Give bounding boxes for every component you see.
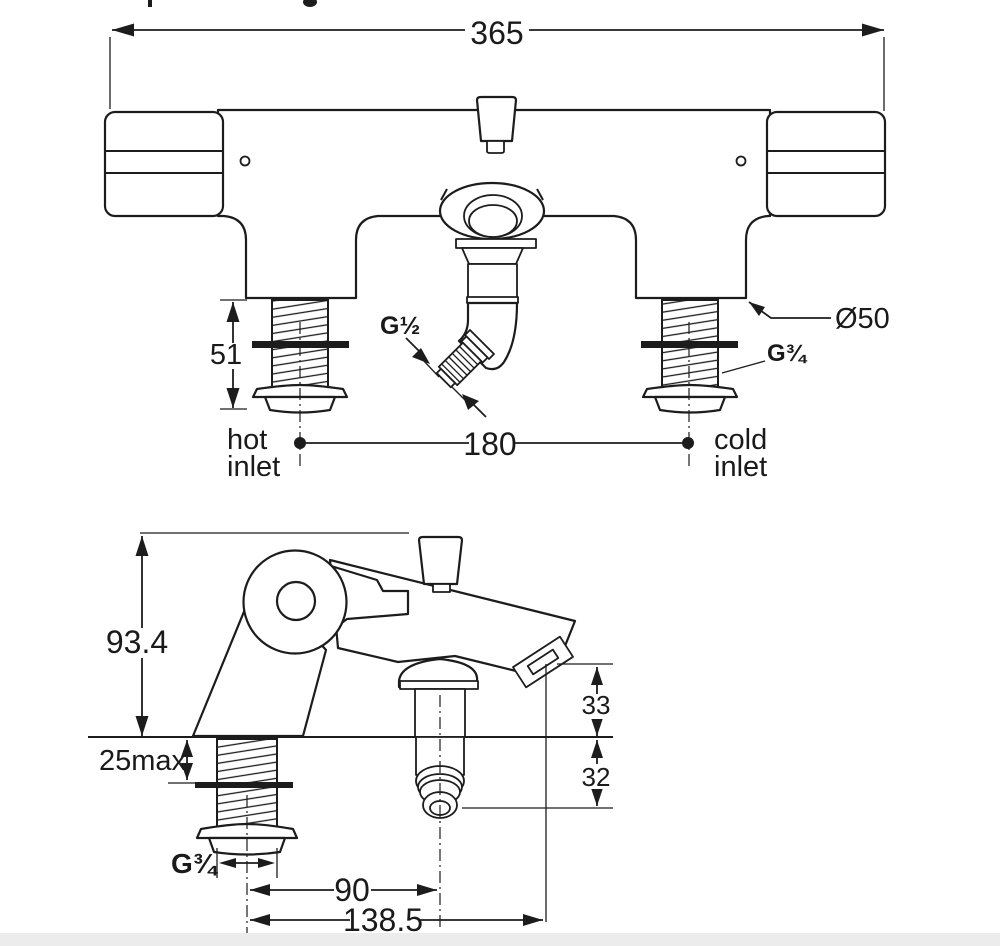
dim-overall-width: 365 [109,14,885,111]
svg-text:hot: hot [227,424,267,456]
dim-label-overall-projection: 138.5 [343,902,423,938]
label-body-diameter: Ø50 [835,303,890,335]
shower-connector-side [397,657,479,819]
dim-label-shank-length: 51 [210,339,242,371]
svg-text:cold: cold [714,424,767,456]
right-screw-hole [735,155,747,167]
front-elevation: 365 [103,14,890,483]
dim-shank-length: 51 [210,299,247,410]
cold-inlet-label: cold inlet [714,424,767,483]
lever-handle-hole [275,580,317,622]
spout-outlet-bell [438,181,546,304]
dim-label-spout-height: 33 [582,690,611,720]
dim-label-deck-thickness: 25max [99,745,187,777]
label-inlet-thread-side: G¾ [171,848,219,879]
label-inlet-thread-front: G¾ [767,340,808,367]
dim-label-below-deck: 32 [582,762,611,792]
callout-inlet-thread-side: G¾ [171,848,278,879]
svg-text:inlet: inlet [227,451,280,483]
cropped-title-fragment [148,0,317,7]
dim-label-spout-projection: 90 [334,872,370,908]
dim-overall-height: 93.4 [106,532,409,736]
callout-body-diameter: Ø50 [748,301,890,335]
dim-label-overall-width: 365 [470,15,523,51]
dim-label-overall-height: 93.4 [106,624,168,660]
footer-bar [0,933,1000,946]
dim-spout-height: 33 32 [462,663,613,809]
dim-inlet-centres: 180 [294,426,694,462]
side-elevation: 93.4 [88,532,613,938]
inlet-shank-side [195,738,299,856]
right-handle [765,110,887,218]
spout-side [328,558,577,674]
shower-hose-elbow [405,301,519,418]
diverter-knob-side [417,535,464,593]
cold-inlet-shank [641,299,739,414]
dim-label-inlet-centres: 180 [463,426,516,462]
handle-grip-lines [105,150,885,174]
svg-text:inlet: inlet [714,451,767,483]
left-handle [103,110,225,218]
label-shower-thread: G½ [380,312,420,340]
dim-spout-projection: 90 [250,872,437,908]
left-screw-hole [239,155,251,167]
diverter-knob-front [475,95,518,154]
dim-deck-thickness: 25max [99,740,196,784]
hot-inlet-label: hot inlet [227,424,280,483]
callout-inlet-thread-front: G¾ [721,340,808,374]
dim-overall-projection: 138.5 [250,902,543,938]
